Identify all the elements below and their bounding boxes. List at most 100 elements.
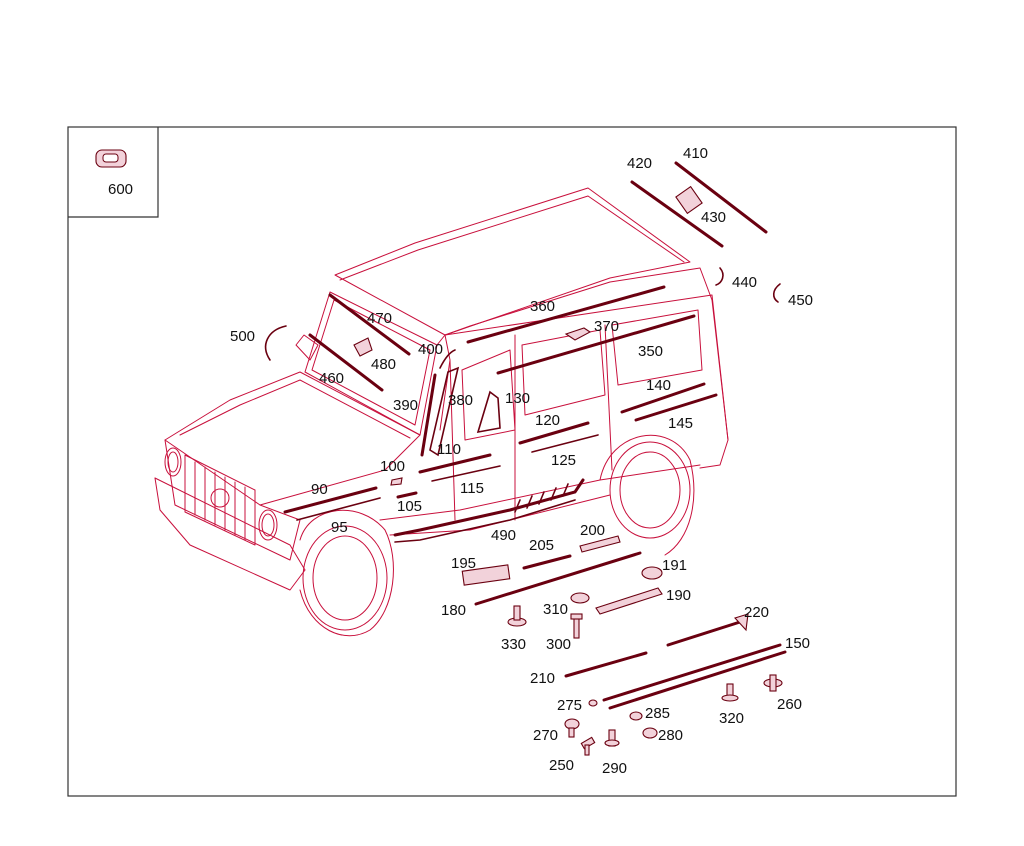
callout-200: 200 bbox=[580, 522, 605, 539]
callout-370: 370 bbox=[594, 318, 619, 335]
part-290 bbox=[604, 729, 620, 747]
part-380 bbox=[429, 366, 460, 457]
part-300 bbox=[570, 613, 583, 639]
part-220-end bbox=[734, 613, 749, 632]
callout-105: 105 bbox=[397, 498, 422, 515]
part-400 bbox=[439, 349, 456, 369]
part-280 bbox=[642, 727, 658, 739]
callout-125: 125 bbox=[551, 452, 576, 469]
callout-90: 90 bbox=[311, 481, 328, 498]
callout-130: 130 bbox=[505, 390, 530, 407]
callout-145: 145 bbox=[668, 415, 693, 432]
part-360 bbox=[466, 285, 666, 344]
callout-250: 250 bbox=[549, 757, 574, 774]
callout-100: 100 bbox=[380, 458, 405, 475]
callout-205: 205 bbox=[529, 537, 554, 554]
callout-190: 190 bbox=[666, 587, 691, 604]
callout-290: 290 bbox=[602, 760, 627, 777]
callout-195: 195 bbox=[451, 555, 476, 572]
part-260 bbox=[763, 674, 783, 692]
part-430 bbox=[675, 185, 703, 215]
trim-parts bbox=[264, 161, 787, 756]
part-145 bbox=[634, 393, 718, 422]
callout-280: 280 bbox=[658, 727, 683, 744]
part-180 bbox=[474, 551, 642, 606]
callout-220: 220 bbox=[744, 604, 769, 621]
part-370 bbox=[564, 327, 592, 341]
part-110 bbox=[418, 453, 492, 474]
part-275 bbox=[588, 699, 598, 707]
part-90 bbox=[283, 486, 378, 514]
part-490 bbox=[393, 478, 585, 537]
part-420 bbox=[630, 180, 724, 248]
callout-120: 120 bbox=[535, 412, 560, 429]
callout-95: 95 bbox=[331, 519, 348, 536]
part-440 bbox=[715, 267, 724, 286]
callout-440: 440 bbox=[732, 274, 757, 291]
callout-300: 300 bbox=[546, 636, 571, 653]
part-490b bbox=[394, 499, 576, 543]
callout-115: 115 bbox=[460, 480, 484, 497]
part-285 bbox=[629, 711, 643, 721]
part-310 bbox=[570, 592, 590, 604]
callout-180: 180 bbox=[441, 602, 466, 619]
clip-600-icon bbox=[95, 149, 127, 168]
part-460 bbox=[308, 333, 384, 392]
callout-470: 470 bbox=[367, 310, 392, 327]
part-480 bbox=[353, 337, 373, 357]
part-190 bbox=[595, 587, 663, 615]
callout-310: 310 bbox=[543, 601, 568, 618]
part-200 bbox=[579, 535, 621, 553]
part-195 bbox=[461, 564, 511, 586]
callout-450: 450 bbox=[788, 292, 813, 309]
part-100 bbox=[390, 477, 403, 486]
callout-140: 140 bbox=[646, 377, 671, 394]
part-390 bbox=[420, 373, 437, 457]
callout-275: 275 bbox=[557, 697, 582, 714]
callout-390: 390 bbox=[393, 397, 418, 414]
part-450 bbox=[772, 283, 781, 303]
part-140 bbox=[620, 382, 706, 414]
callout-270: 270 bbox=[533, 727, 558, 744]
vehicle-outline bbox=[154, 187, 729, 637]
part-250 bbox=[580, 736, 596, 756]
part-500 bbox=[264, 325, 287, 361]
callout-460: 460 bbox=[319, 370, 344, 387]
part-120 bbox=[518, 421, 590, 445]
callout-480: 480 bbox=[371, 356, 396, 373]
callout-400: 400 bbox=[418, 341, 443, 358]
part-125 bbox=[531, 434, 599, 453]
callout-490: 490 bbox=[491, 527, 516, 544]
callout-500: 500 bbox=[230, 328, 255, 345]
part-105 bbox=[396, 491, 418, 499]
part-191 bbox=[641, 566, 663, 580]
part-130 bbox=[476, 390, 501, 434]
diagram-frame bbox=[67, 126, 957, 797]
part-410 bbox=[674, 161, 768, 234]
callout-600: 600 bbox=[108, 181, 133, 198]
inset-box bbox=[68, 127, 159, 218]
part-470 bbox=[328, 293, 411, 356]
callout-350: 350 bbox=[638, 343, 663, 360]
callout-320: 320 bbox=[719, 710, 744, 727]
callout-150: 150 bbox=[785, 635, 810, 652]
part-210 bbox=[564, 651, 648, 678]
callout-110: 110 bbox=[437, 441, 461, 458]
callout-420: 420 bbox=[627, 155, 652, 172]
callout-430: 430 bbox=[701, 209, 726, 226]
part-270 bbox=[564, 718, 580, 738]
part-320 bbox=[721, 683, 739, 702]
callout-191: 191 bbox=[662, 557, 687, 574]
callout-210: 210 bbox=[530, 670, 555, 687]
part-150 bbox=[602, 643, 787, 710]
part-205 bbox=[522, 554, 572, 570]
part-220 bbox=[666, 620, 742, 647]
part-115 bbox=[431, 465, 501, 482]
part-350 bbox=[496, 314, 696, 375]
part-95 bbox=[296, 497, 381, 521]
part-490-ribs bbox=[514, 483, 569, 513]
callout-410: 410 bbox=[683, 145, 708, 162]
callout-330: 330 bbox=[501, 636, 526, 653]
callout-260: 260 bbox=[777, 696, 802, 713]
